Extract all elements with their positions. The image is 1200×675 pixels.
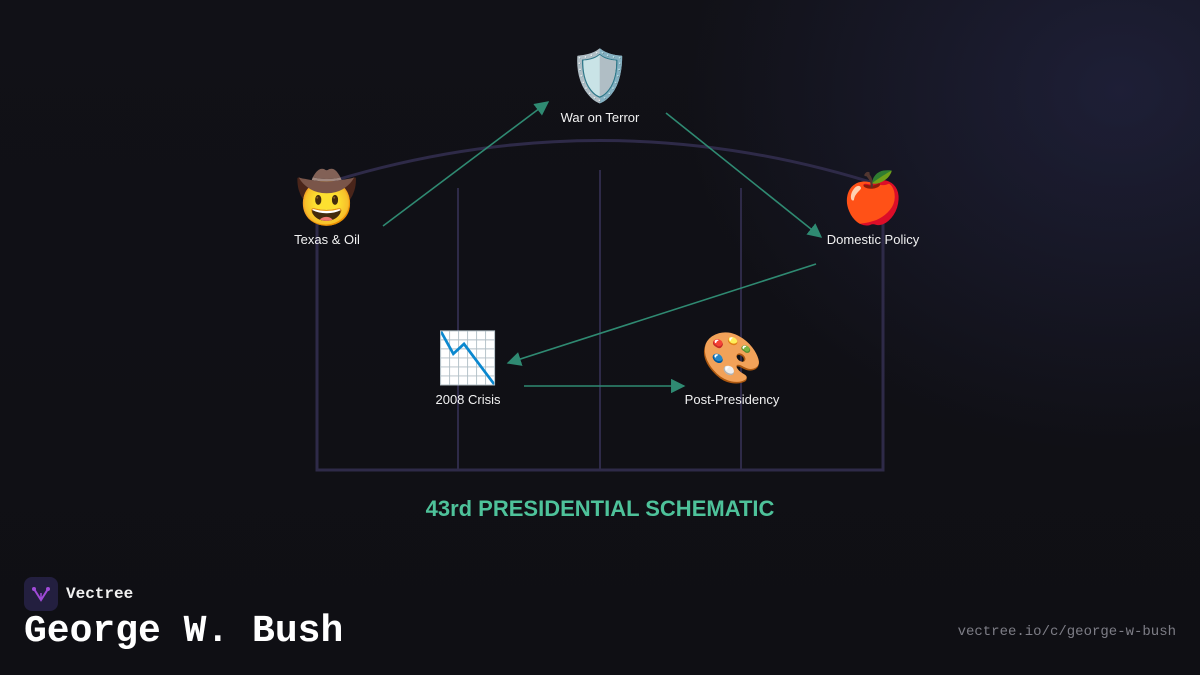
node-post[interactable]: 🎨 Post-Presidency [632,330,832,407]
node-label: 2008 Crisis [435,392,501,407]
node-label: War on Terror [560,110,640,125]
shield-icon: 🛡️ [568,47,632,105]
edge-domestic-to-crisis [506,263,817,366]
edge-war-to-domestic [665,112,823,238]
node-domestic[interactable]: 🍎 Domestic Policy [773,170,973,247]
cowboy-face-icon: 🤠 [295,169,359,227]
diagram-caption: 43rd PRESIDENTIAL SCHEMATIC [425,496,775,521]
vectree-logo-icon [24,577,58,611]
page-url[interactable]: vectree.io/c/george-w-bush [957,624,1176,640]
brand[interactable]: Vectree [24,577,133,611]
node-war[interactable]: 🛡️ War on Terror [500,48,700,125]
apple-icon: 🍎 [841,169,905,227]
node-crisis[interactable]: 📉 2008 Crisis [368,330,568,407]
frame-outline [315,139,885,472]
edges [382,101,823,394]
artist-palette-icon: 🎨 [700,329,764,387]
node-label: Post-Presidency [684,392,780,407]
node-label: Domestic Policy [826,232,920,247]
edge-texas-to-war [382,101,550,227]
chart-decreasing-icon: 📉 [436,329,500,387]
page-title: George W. Bush [24,610,344,653]
node-texas[interactable]: 🤠 Texas & Oil [227,170,427,247]
building-frame [315,139,885,472]
brand-name: Vectree [66,585,134,603]
node-label: Texas & Oil [294,232,360,247]
